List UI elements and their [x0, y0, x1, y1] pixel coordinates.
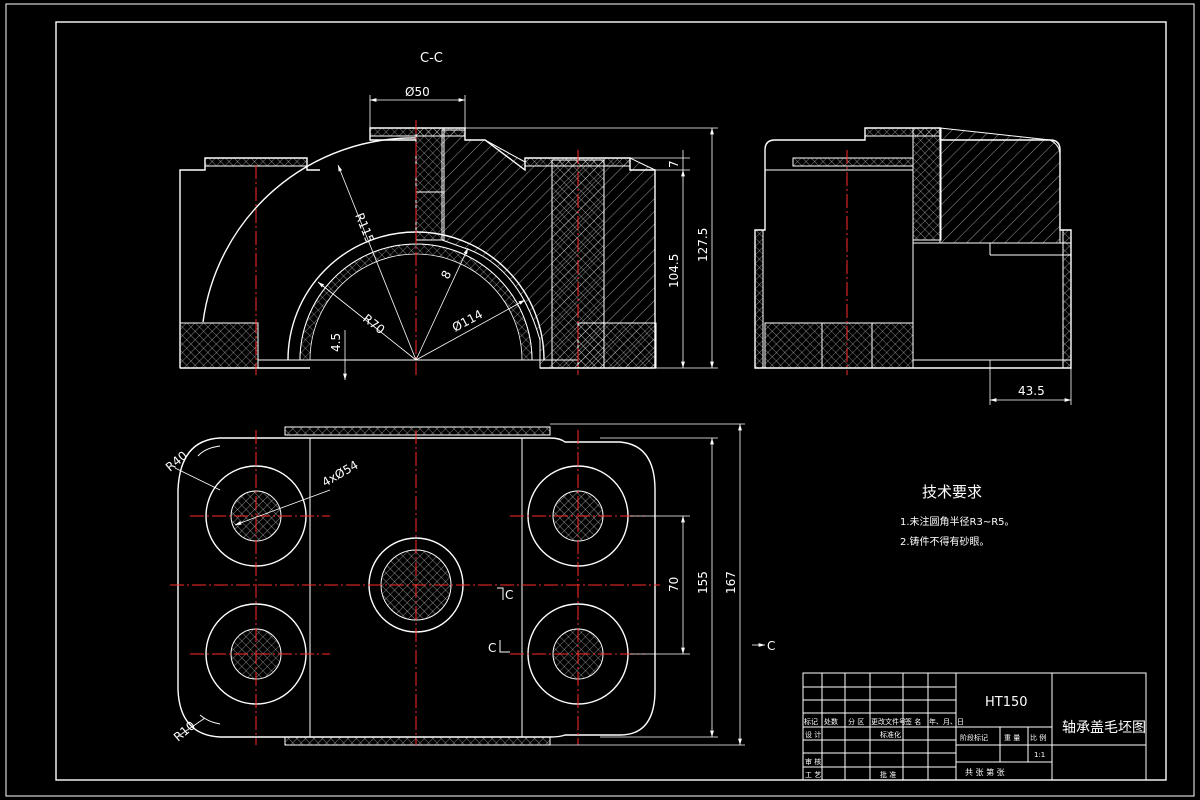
dim-h70: 70	[667, 577, 681, 592]
plan-top-strip	[284, 426, 551, 436]
tech-item-2: 2.铸件不得有砂眼。	[900, 535, 990, 548]
arc-r115	[202, 137, 417, 323]
plan-bottom-strip	[284, 736, 551, 746]
dim-d114: Ø114	[450, 307, 485, 335]
crosshatch-upper-left	[415, 127, 445, 193]
leader-r70	[317, 281, 417, 361]
dim-h167: 167	[724, 571, 738, 594]
leader-r40	[174, 467, 221, 491]
tb-h-mark: 标记	[804, 717, 818, 726]
section-mark-c2: C	[488, 641, 496, 655]
section-mark-1	[497, 587, 504, 600]
tb-standard: 标准化	[880, 730, 901, 739]
tb-approve: 批 准	[880, 770, 896, 779]
tech-title: 技术要求	[922, 483, 982, 501]
crosshatch-base-left	[179, 322, 259, 369]
tb-sheets: 共 张 第 张	[965, 767, 1005, 777]
dim-h104: 104.5	[667, 254, 681, 288]
dim-h155: 155	[696, 571, 710, 594]
inner-frame	[55, 21, 1167, 781]
leader-thk8	[415, 247, 469, 361]
title-block: HT150 轴承盖毛坯图 标记 处数 分 区 更改文件号 签 名 年、月、日 设…	[802, 672, 1147, 781]
leader-d114	[415, 299, 526, 361]
dim-r115: R115	[352, 211, 377, 245]
plan-view: R40 4xØ54 R10 70 155 167 C C C	[163, 423, 775, 746]
dim-h127: 127.5	[696, 228, 710, 262]
side-hatch	[939, 127, 1061, 244]
dim-r40: R40	[163, 448, 190, 474]
tb-weight: 重 量	[1004, 734, 1020, 742]
crosshatch-base-right	[577, 322, 657, 369]
top-strip-center	[369, 127, 466, 137]
section-label: C-C	[420, 51, 443, 66]
tb-h-sign: 签 名	[905, 717, 921, 726]
plan-corner-tl	[197, 445, 221, 457]
tb-review: 审 核	[805, 757, 821, 766]
tb-design: 设 计	[805, 730, 821, 739]
technical-requirements: 技术要求 1.未注圆角半径R3~R5。 2.铸件不得有砂眼。	[900, 483, 1015, 548]
top-strip-left	[204, 157, 308, 167]
tb-stage: 阶段标记	[960, 733, 988, 742]
dim-d50: Ø50	[405, 85, 430, 99]
tb-h-zone: 分 区	[848, 717, 864, 726]
plan-corner-bl	[199, 714, 221, 725]
tb-h-count: 处数	[824, 717, 838, 726]
dim-h7: 7	[667, 160, 681, 168]
dim-holes: 4xØ54	[320, 458, 361, 490]
plan-outline	[177, 437, 656, 738]
tb-material: HT150	[985, 695, 1028, 710]
dim-w43: 43.5	[1018, 384, 1045, 398]
side-crosshatch-top	[912, 127, 942, 241]
side-strip-mid	[792, 157, 914, 167]
tech-item-1: 1.未注圆角半径R3~R5。	[900, 515, 1015, 528]
tb-process: 工 艺	[805, 771, 821, 779]
tb-scale: 1:1	[1034, 751, 1045, 759]
side-crosshatch-base	[764, 322, 914, 369]
side-strip-right	[1062, 229, 1072, 369]
section-mark-c3: C	[767, 639, 775, 653]
side-view: 43.5	[754, 127, 1072, 405]
section-mark-2	[499, 640, 510, 653]
outer-frame	[5, 3, 1195, 797]
side-outline	[754, 127, 1072, 369]
leader-r10	[179, 717, 206, 736]
tb-scale-label: 比 例	[1030, 733, 1046, 742]
leader-holes	[234, 489, 331, 526]
side-strip-top	[864, 127, 941, 137]
dim-r10: R10	[171, 718, 198, 744]
section-mark-c1: C	[505, 588, 513, 602]
tb-h-date: 年、月、日	[929, 717, 964, 726]
front-section-view: C-C R115 R70 Ø114 8	[179, 51, 718, 380]
dim-h4: 4.5	[329, 333, 343, 352]
dim-r70: R70	[360, 311, 387, 337]
side-strip-left	[754, 229, 764, 369]
tb-h-doc: 更改文件号	[871, 717, 906, 726]
dim-thk8: 8	[438, 268, 454, 281]
leader-r115	[337, 164, 417, 361]
tb-part-name: 轴承盖毛坯图	[1062, 720, 1146, 736]
